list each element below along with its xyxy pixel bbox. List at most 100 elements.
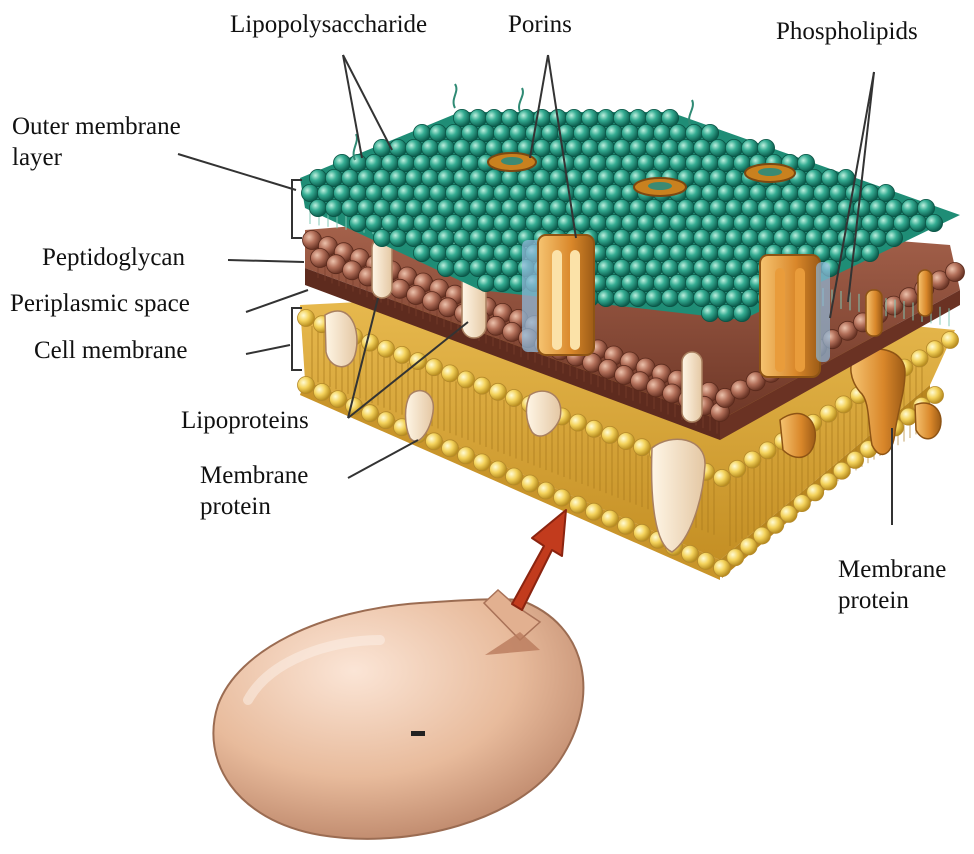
outer-membrane-sphere (501, 109, 518, 126)
cell-membrane-sphere (442, 440, 459, 457)
outer-membrane-sphere (733, 214, 750, 231)
cell-membrane-sphere (426, 433, 443, 450)
outer-membrane-sphere (837, 199, 854, 216)
outer-membrane-sphere (325, 169, 342, 186)
outer-membrane-sphere (717, 244, 734, 261)
outer-membrane-sphere (429, 214, 446, 231)
outer-membrane-sphere (613, 229, 630, 246)
outer-membrane-sphere (357, 169, 374, 186)
outer-membrane-sphere (413, 184, 430, 201)
label-outer-membrane-line2: layer (12, 142, 181, 173)
outer-membrane-sphere (613, 289, 630, 306)
outer-membrane-sphere (533, 139, 550, 156)
label-cell-membrane: Cell membrane (34, 336, 187, 366)
outer-membrane-sphere (741, 289, 758, 306)
outer-membrane-sphere (493, 184, 510, 201)
label-phospholipids: Phospholipids (776, 17, 918, 47)
cell-membrane-sphere (474, 377, 491, 394)
outer-membrane-sphere (541, 124, 558, 141)
outer-membrane-sphere (781, 214, 798, 231)
outer-membrane-sphere (685, 154, 702, 171)
cell-membrane-sphere (458, 447, 475, 464)
outer-membrane-sphere (405, 229, 422, 246)
outer-membrane-sphere (597, 229, 614, 246)
outer-membrane-sphere (613, 169, 630, 186)
outer-membrane-sphere (725, 199, 742, 216)
outer-membrane-sphere (469, 169, 486, 186)
outer-membrane-sphere (741, 199, 758, 216)
outer-membrane-sphere (733, 274, 750, 291)
outer-membrane-sphere (661, 289, 678, 306)
label-outer-membrane-line1: Outer membrane (12, 111, 181, 142)
outer-membrane-sphere (333, 184, 350, 201)
outer-membrane-sphere (805, 229, 822, 246)
outer-membrane-sphere (365, 154, 382, 171)
cell-membrane-sphere (378, 340, 395, 357)
outer-membrane-sphere (381, 184, 398, 201)
outer-membrane-sphere (405, 139, 422, 156)
outer-membrane-sphere (621, 274, 638, 291)
outer-membrane-sphere (309, 199, 326, 216)
outer-membrane-sphere (861, 184, 878, 201)
cell-membrane-sphere (744, 451, 761, 468)
outer-membrane-sphere (685, 244, 702, 261)
outer-membrane-sphere (861, 214, 878, 231)
outer-membrane-sphere (549, 199, 566, 216)
outer-membrane-sphere (693, 259, 710, 276)
outer-membrane-sphere (565, 139, 582, 156)
outer-membrane-sphere (789, 199, 806, 216)
outer-membrane-sphere (741, 229, 758, 246)
outer-membrane-sphere (485, 169, 502, 186)
outer-membrane-sphere (797, 184, 814, 201)
outer-membrane-sphere (309, 169, 326, 186)
outer-membrane-sphere (541, 154, 558, 171)
outer-membrane-sphere (613, 109, 630, 126)
outer-membrane-sphere (493, 244, 510, 261)
label-porins: Porins (508, 10, 572, 40)
outer-membrane-sphere (437, 169, 454, 186)
outer-membrane-sphere (301, 184, 318, 201)
outer-membrane-sphere (637, 124, 654, 141)
outer-membrane-sphere (869, 199, 886, 216)
outer-membrane-sphere (509, 214, 526, 231)
outer-membrane-sphere (653, 124, 670, 141)
outer-membrane-sphere (445, 184, 462, 201)
outer-membrane-sphere (885, 229, 902, 246)
outer-membrane-sphere (429, 184, 446, 201)
cell-membrane-sphere (362, 405, 379, 422)
outer-membrane-sphere (597, 199, 614, 216)
cell-membrane-sphere (942, 332, 959, 349)
outer-membrane-sphere (709, 229, 726, 246)
outer-membrane-sphere (629, 109, 646, 126)
outer-membrane-sphere (477, 214, 494, 231)
outer-membrane-sphere (605, 124, 622, 141)
outer-membrane-sphere (661, 139, 678, 156)
outer-membrane-sphere (501, 169, 518, 186)
outer-membrane-sphere (685, 124, 702, 141)
outer-membrane-sphere (637, 214, 654, 231)
outer-membrane-sphere (829, 214, 846, 231)
outer-membrane-sphere (637, 244, 654, 261)
outer-membrane-sphere (621, 154, 638, 171)
outer-membrane-sphere (637, 274, 654, 291)
outer-membrane-sphere (613, 199, 630, 216)
outer-membrane-sphere (821, 199, 838, 216)
outer-membrane-sphere (645, 199, 662, 216)
outer-membrane-sphere (917, 199, 934, 216)
outer-membrane-sphere (397, 184, 414, 201)
outer-membrane-sphere (461, 154, 478, 171)
outer-membrane-sphere (757, 229, 774, 246)
outer-membrane-sphere (661, 109, 678, 126)
outer-membrane-sphere (365, 214, 382, 231)
label-peptidoglycan: Peptidoglycan (42, 243, 185, 273)
outer-membrane-sphere (621, 244, 638, 261)
outer-membrane-sphere (893, 214, 910, 231)
outer-membrane-sphere (413, 214, 430, 231)
cell-membrane-sphere (759, 442, 776, 459)
label-lipopolysaccharide: Lipopolysaccharide (230, 10, 427, 40)
outer-membrane-sphere (741, 139, 758, 156)
outer-membrane-sphere (597, 139, 614, 156)
outer-membrane-sphere (597, 169, 614, 186)
outer-membrane-sphere (349, 184, 366, 201)
label-periplasmic-space: Periplasmic space (10, 289, 190, 319)
